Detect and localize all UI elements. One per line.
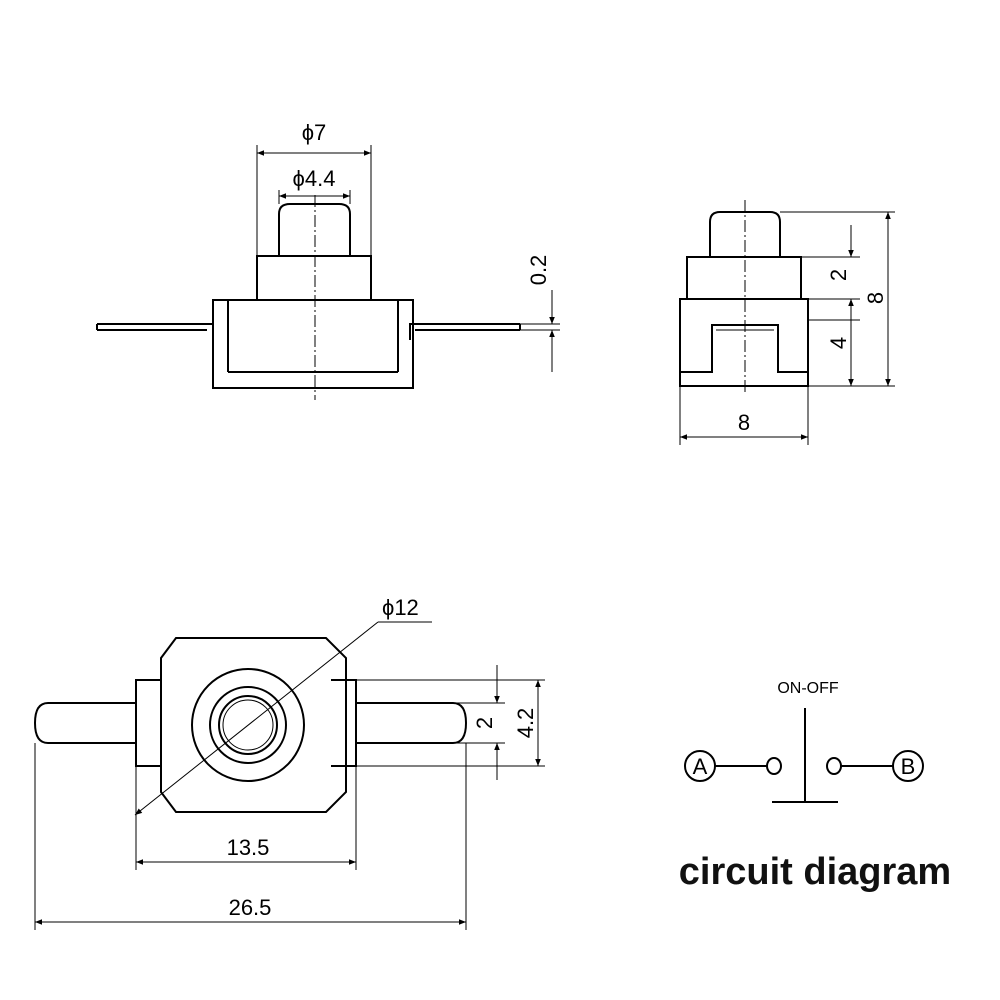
terminal-a-label: A [693, 754, 708, 779]
top-dim-tab-width-label: 4.2 [513, 708, 538, 739]
top-dim-total-length-label: 26.5 [229, 895, 272, 920]
side-dim-width: 8 [679, 386, 809, 445]
front-dim-outer-diameter-label: ϕ7 [302, 120, 327, 145]
top-view-inner-ring [218, 695, 278, 755]
side-view-base [679, 298, 809, 387]
front-view-base [212, 299, 414, 389]
terminal-b: B [892, 750, 924, 782]
front-view: ϕ7 ϕ4.4 0.2 [96, 120, 560, 400]
contact-a [766, 757, 782, 775]
top-view-middle-ring [209, 686, 287, 764]
side-dim-total-height: 8 [863, 212, 891, 386]
terminal-b-label: B [901, 754, 916, 779]
front-dim-lead-thickness: 0.2 [520, 255, 560, 372]
side-view-cap [686, 256, 802, 300]
top-view-button-face [222, 699, 274, 751]
top-dim-tab-width: 4.2 [513, 680, 541, 766]
top-view-body [160, 637, 347, 813]
top-view-pins [33, 702, 468, 744]
front-dim-lead-thickness-label: 0.2 [526, 255, 551, 286]
side-dim-body-height-label: 4 [826, 337, 851, 349]
top-dim-diameter: ϕ12 [134, 595, 432, 816]
top-dim-body-length-label: 13.5 [227, 835, 270, 860]
front-dim-outer-diameter: ϕ7 [256, 120, 372, 256]
switch-label: ON-OFF [777, 680, 839, 697]
side-dim-step-height: 2 [826, 225, 854, 300]
circuit-diagram: ON-OFF A B circuit diagram [679, 680, 951, 893]
top-view-tabs [135, 679, 357, 767]
side-view: 2 4 8 8 [679, 200, 895, 445]
side-dim-total-height-label: 8 [863, 292, 888, 304]
side-dim-body-height: 4 [826, 299, 854, 386]
contact-b [826, 757, 842, 775]
top-dim-pin-width: 2 [472, 665, 500, 780]
top-dim-total-length: 26.5 [35, 895, 466, 925]
side-dim-step-height-label: 2 [826, 269, 851, 281]
top-dim-body-length: 13.5 [136, 835, 356, 865]
front-view-leads [96, 323, 521, 340]
circuit-caption: circuit diagram [679, 851, 951, 893]
front-view-cap [256, 255, 372, 301]
side-dim-width-label: 8 [738, 410, 750, 435]
front-dim-inner-diameter-label: ϕ4.4 [293, 166, 336, 191]
front-dim-inner-diameter: ϕ4.4 [278, 166, 351, 204]
top-dim-pin-width-label: 2 [472, 717, 497, 729]
top-view-outer-ring [191, 668, 305, 782]
top-dim-diameter-label: ϕ12 [382, 595, 419, 620]
top-view: ϕ12 2 4.2 13.5 26.5 [33, 595, 545, 930]
terminal-a: A [684, 750, 716, 782]
